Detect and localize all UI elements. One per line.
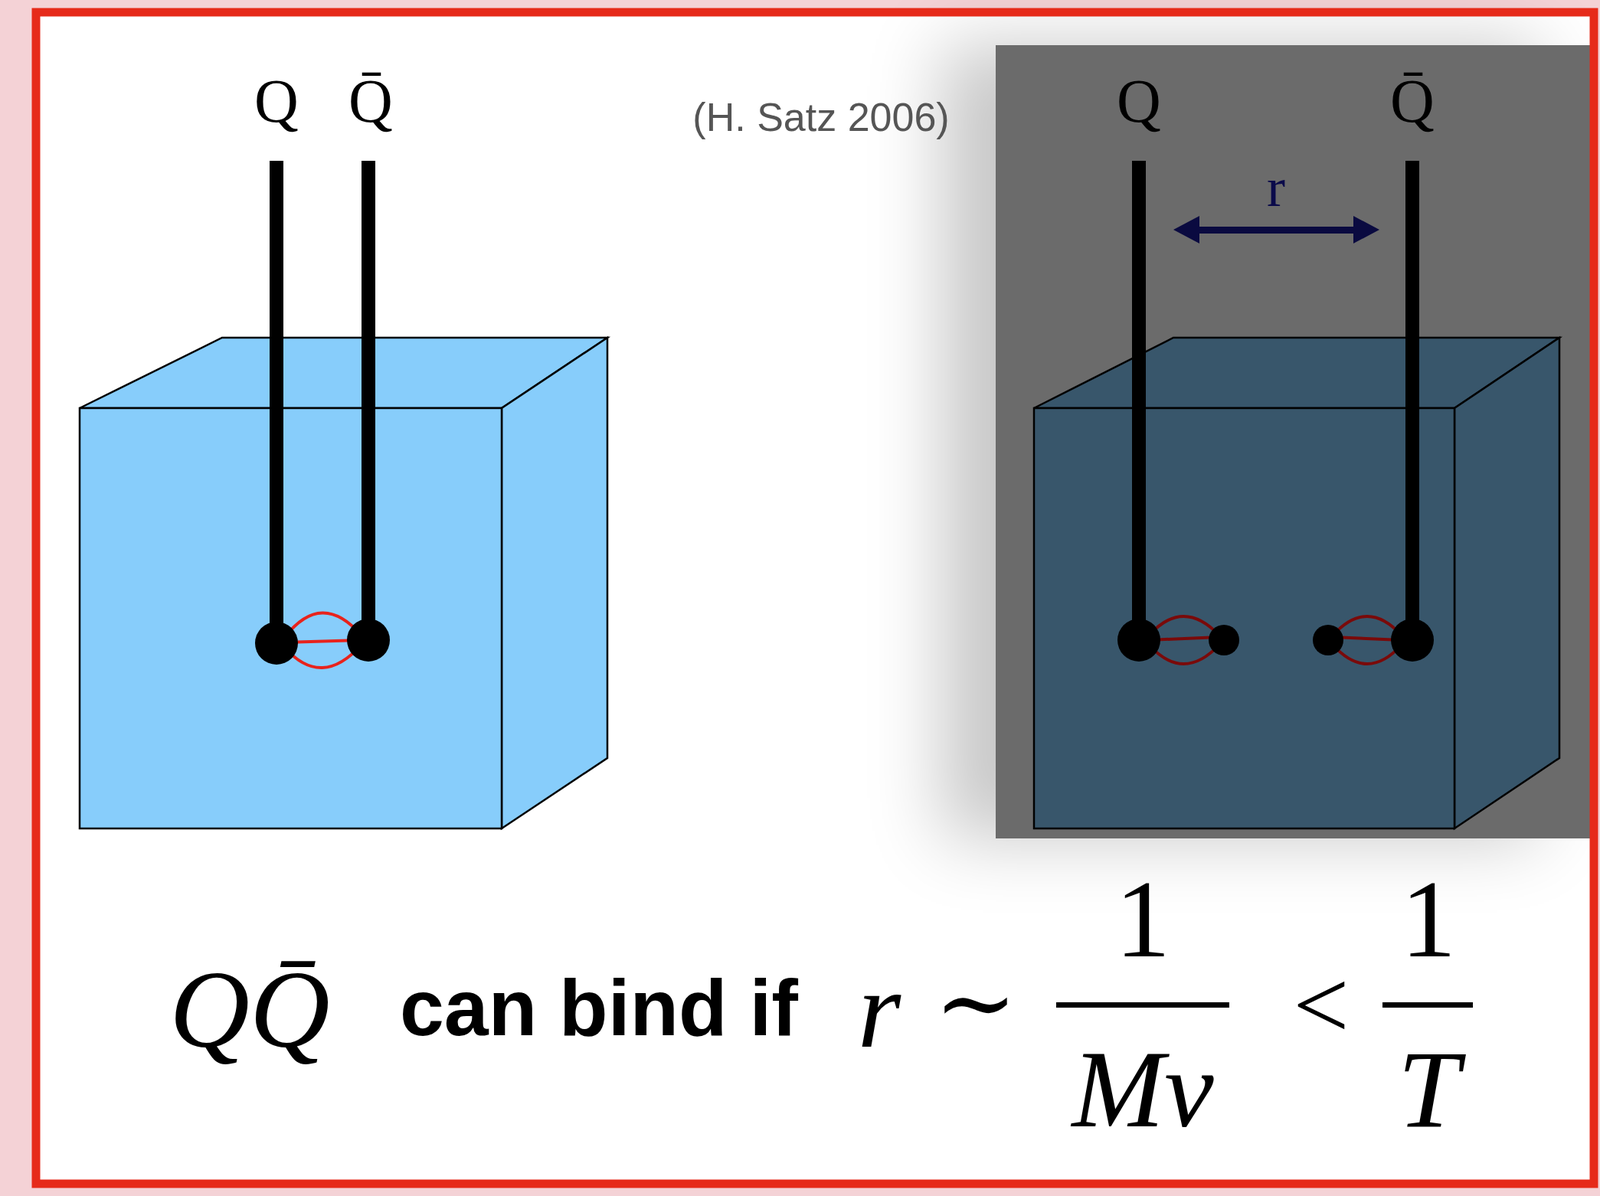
formula-operator: ∼ [934,953,1018,1054]
light-quark-ball [1208,624,1240,656]
quark-label: Q [254,70,299,132]
distance-label: r [1266,160,1286,216]
antiquark-label: Q̄ [348,70,393,132]
antiquark-ball [346,618,390,662]
antiquark-rod [361,160,376,638]
screened-string [1148,616,1402,665]
hot-medium-box [1033,337,1560,829]
formula-symbol: r [857,954,901,1066]
fraction-numerator: 1 [1115,863,1172,976]
cold-medium-box [79,337,608,829]
antiquark-label: Q̄ [1390,70,1435,132]
fraction-bar [1056,1002,1230,1008]
fraction-bar [1382,1002,1473,1008]
antiquark-rod [1405,160,1420,641]
light-quark-ball [1312,624,1344,656]
citation-note: (H. Satz 2006) [692,97,949,138]
quark-label: Q [1116,70,1162,132]
red-frame [35,12,1594,1185]
fraction-denominator: Mv [1071,1033,1214,1146]
formula-operator: < [1292,955,1349,1055]
quark-rod [1132,160,1146,641]
separation-arrow [1173,215,1380,244]
antiquark-ball [1390,618,1434,662]
formula-text: can bind if [399,968,799,1048]
fraction-numerator: 1 [1400,863,1457,976]
formula-symbol: QQ̄ [169,954,330,1066]
quark-ball [1117,618,1161,662]
fraction-denominator: T [1397,1033,1460,1146]
quark-rod [269,160,284,641]
quark-ball [255,621,298,665]
